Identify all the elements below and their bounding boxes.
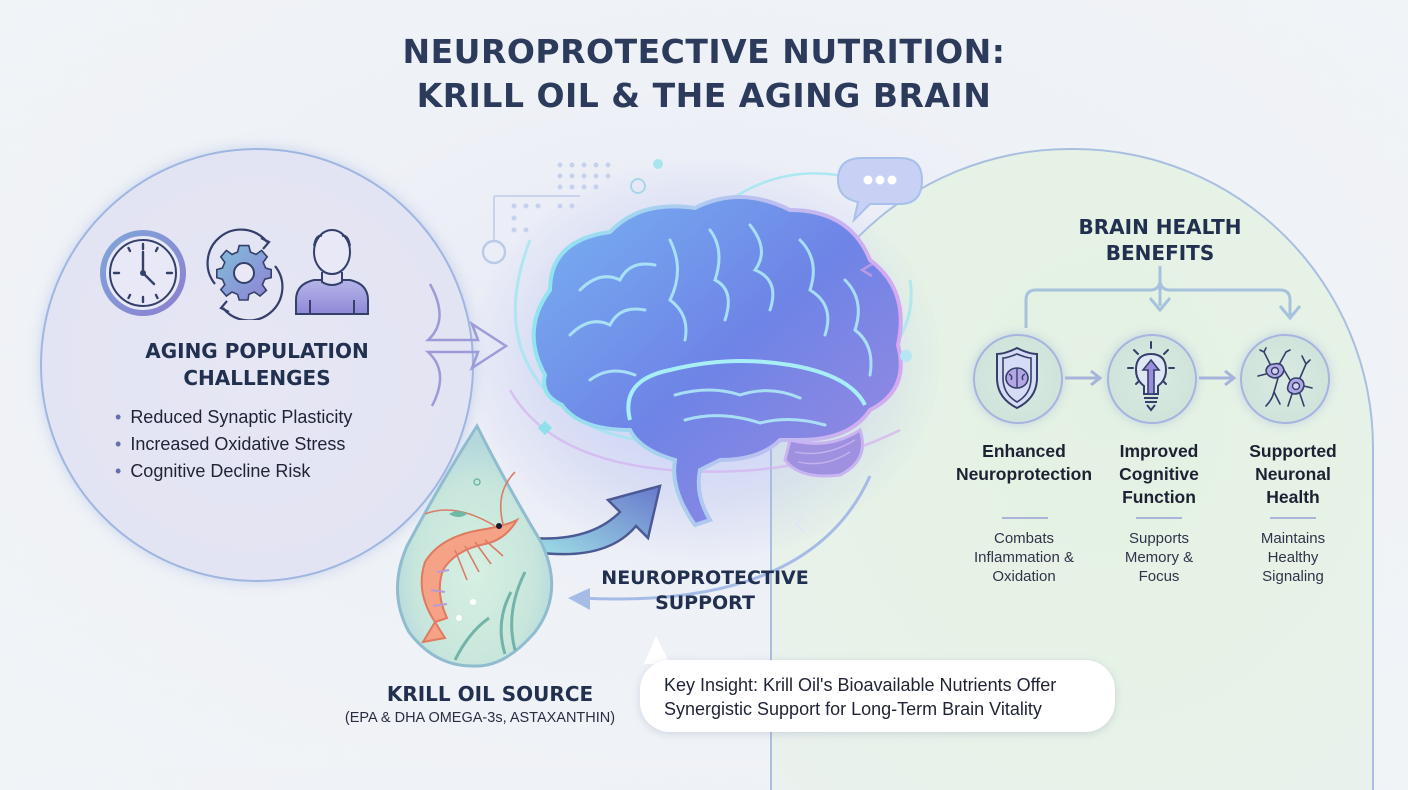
speech-bubble-icon — [836, 157, 924, 224]
challenges-heading-line-1: AGING POPULATION — [145, 339, 369, 363]
benefit-desc-cognitive: Supports Memory & Focus — [1124, 530, 1194, 585]
challenges-panel — [40, 148, 474, 582]
benefit-divider — [1270, 517, 1316, 519]
krill-icon — [420, 471, 520, 644]
challenge-item: Increased Oxidative Stress — [115, 431, 352, 458]
key-insight-callout — [640, 660, 1115, 732]
title-line-2: KRILL OIL & THE AGING BRAIN — [416, 76, 992, 115]
neurons-icon — [1257, 347, 1313, 407]
return-arrow-icon — [568, 475, 872, 610]
benefit-arrow-icon — [1199, 369, 1237, 387]
elderly-person-icon — [295, 229, 369, 315]
krill-to-brain-arrow-icon — [530, 484, 662, 556]
gear-cycle-icon — [206, 228, 284, 320]
benefits-branch-connector-icon — [1024, 266, 1302, 328]
krill-source-subtitle: (EPA & DHA OMEGA-3s, ASTAXANTHIN) — [344, 710, 616, 726]
insight-line-2: Synergistic Support for Long-Term Brain … — [664, 699, 1042, 719]
challenges-list: Reduced Synaptic Plasticity Increased Ox… — [115, 404, 352, 485]
krill-droplet-icon — [396, 422, 554, 668]
title-line-1: NEUROPROTECTIVE NUTRITION: — [402, 32, 1006, 71]
benefits-heading-line-1: BRAIN HEALTH — [1078, 215, 1242, 239]
brain-icon — [481, 157, 924, 533]
page-title: NEUROPROTECTIVE NUTRITION: KRILL OIL & T… — [0, 30, 1408, 118]
insight-line-1: Key Insight: Krill Oil's Bioavailable Nu… — [664, 675, 1057, 695]
neuroprotective-support-label: NEUROPROTECTIVE SUPPORT — [560, 566, 850, 616]
clock-icon — [100, 230, 186, 316]
challenge-item: Cognitive Decline Risk — [115, 458, 352, 485]
benefit-desc-neuronal: Maintains Healthy Signaling — [1260, 530, 1326, 585]
flow-arrow-to-brain-icon — [424, 283, 509, 407]
benefit-arrow-icon — [1065, 369, 1103, 387]
benefit-circle-neuronal — [1240, 334, 1330, 424]
benefits-heading-line-2: BENEFITS — [1105, 241, 1215, 265]
krill-source-title: KRILL OIL SOURCE — [386, 682, 594, 706]
support-label-line-1: NEUROPROTECTIVE — [601, 567, 809, 589]
lightbulb-arrow-icon — [1127, 341, 1175, 412]
key-insight-text: Key Insight: Krill Oil's Bioavailable Nu… — [664, 673, 1056, 721]
benefit-desc-neuroprotection: Combats Inflammation & Oxidation — [973, 530, 1075, 585]
callout-pointer — [644, 636, 670, 664]
challenges-heading-line-2: CHALLENGES — [183, 366, 331, 390]
benefits-heading: BRAIN HEALTH BENEFITS — [1030, 214, 1290, 266]
support-label-line-2: SUPPORT — [655, 592, 755, 614]
benefit-divider — [1136, 517, 1182, 519]
benefit-title-neuroprotection: Enhanced Neuroprotection — [955, 441, 1093, 484]
shield-brain-icon — [996, 346, 1038, 410]
benefit-title-cognitive: Improved Cognitive Function — [1119, 441, 1199, 507]
benefit-title-neuronal: Supported Neuronal Health — [1249, 441, 1337, 507]
challenge-item: Reduced Synaptic Plasticity — [115, 404, 352, 431]
benefit-divider — [1002, 517, 1048, 519]
challenges-heading: AGING POPULATION CHALLENGES — [92, 338, 422, 392]
